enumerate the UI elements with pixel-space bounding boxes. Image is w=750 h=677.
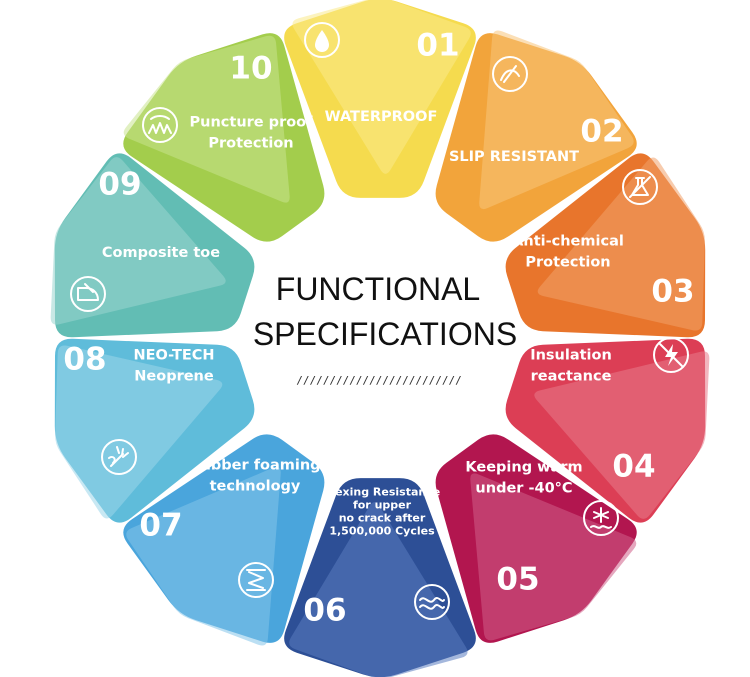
segment-label-line: Protection — [208, 136, 293, 152]
segment-label-line: Protection — [525, 255, 610, 271]
spec-segment-08: 08 NEO-TECH Neoprene — [54, 338, 255, 523]
segment-facet — [50, 157, 226, 325]
segment-number: 06 — [303, 593, 346, 629]
segment-label-line: Composite toe — [102, 245, 220, 261]
cold-icon — [583, 500, 619, 536]
segment-label-line: NEO-TECH — [133, 348, 214, 364]
segment-label-line: no crack after — [339, 512, 426, 525]
toe-cap-icon — [70, 276, 106, 312]
segment-facet — [289, 502, 468, 677]
segment-label-line: Neoprene — [134, 369, 214, 385]
impact-icon — [101, 439, 137, 475]
segment-number: 09 — [98, 167, 141, 203]
segment-facet — [534, 351, 710, 519]
segment-number: 05 — [496, 562, 539, 598]
segment-label-line: Insulation — [530, 348, 612, 364]
spring-icon — [238, 562, 274, 598]
center-divider-slashes: ///////////////////////// — [296, 374, 462, 387]
segment-label-line: Keeping warm — [465, 460, 582, 476]
segment-label-line: Rubber foaming — [189, 458, 320, 474]
segment-number: 07 — [139, 508, 182, 544]
segment-facet — [55, 345, 223, 519]
segment-facet — [292, 0, 471, 174]
segment-number: 01 — [416, 28, 459, 64]
electric-icon — [653, 337, 689, 373]
segment-facet — [537, 157, 705, 331]
segment-number: 04 — [612, 449, 655, 485]
segment-facet — [126, 466, 281, 646]
flex-wave-icon — [414, 584, 450, 620]
segment-label-line: 1,500,000 Cycles — [329, 525, 435, 538]
spec-segment-04: 04 Insulation reactance — [505, 337, 710, 523]
segment-number: 02 — [580, 114, 623, 150]
segment-number: 10 — [229, 51, 272, 87]
segment-number: 03 — [651, 274, 694, 310]
water-drop-icon — [304, 22, 340, 58]
segment-facet — [470, 473, 637, 641]
segment-label-line: technology — [210, 479, 301, 495]
segment-facet — [123, 35, 290, 203]
segment-label-line: Anti-chemical — [512, 234, 624, 250]
center-title-line1: FUNCTIONAL — [276, 271, 480, 307]
segment-label-line: Puncture proof — [190, 115, 314, 131]
segment-label-line: WATERPROOF — [325, 109, 438, 125]
anti-slip-icon — [492, 56, 528, 92]
center-title-group: FUNCTIONAL SPECIFICATIONS //////////////… — [253, 271, 517, 387]
segment-label-line: for upper — [353, 499, 412, 512]
chemical-icon — [622, 169, 658, 205]
spec-segment-05: 05 Keeping warm under -40°C — [435, 434, 637, 643]
segment-number: 08 — [63, 342, 106, 378]
puncture-icon — [142, 107, 178, 143]
segment-label-line: reactance — [531, 369, 612, 385]
segment-label-line: under -40°C — [475, 481, 572, 497]
segment-label-line: SLIP RESISTANT — [449, 149, 579, 165]
segment-label-line: Flexing Resistance — [324, 486, 440, 499]
spec-segment-07: 07 Rubber foaming technology — [123, 434, 325, 646]
center-title-line2: SPECIFICATIONS — [253, 316, 517, 352]
